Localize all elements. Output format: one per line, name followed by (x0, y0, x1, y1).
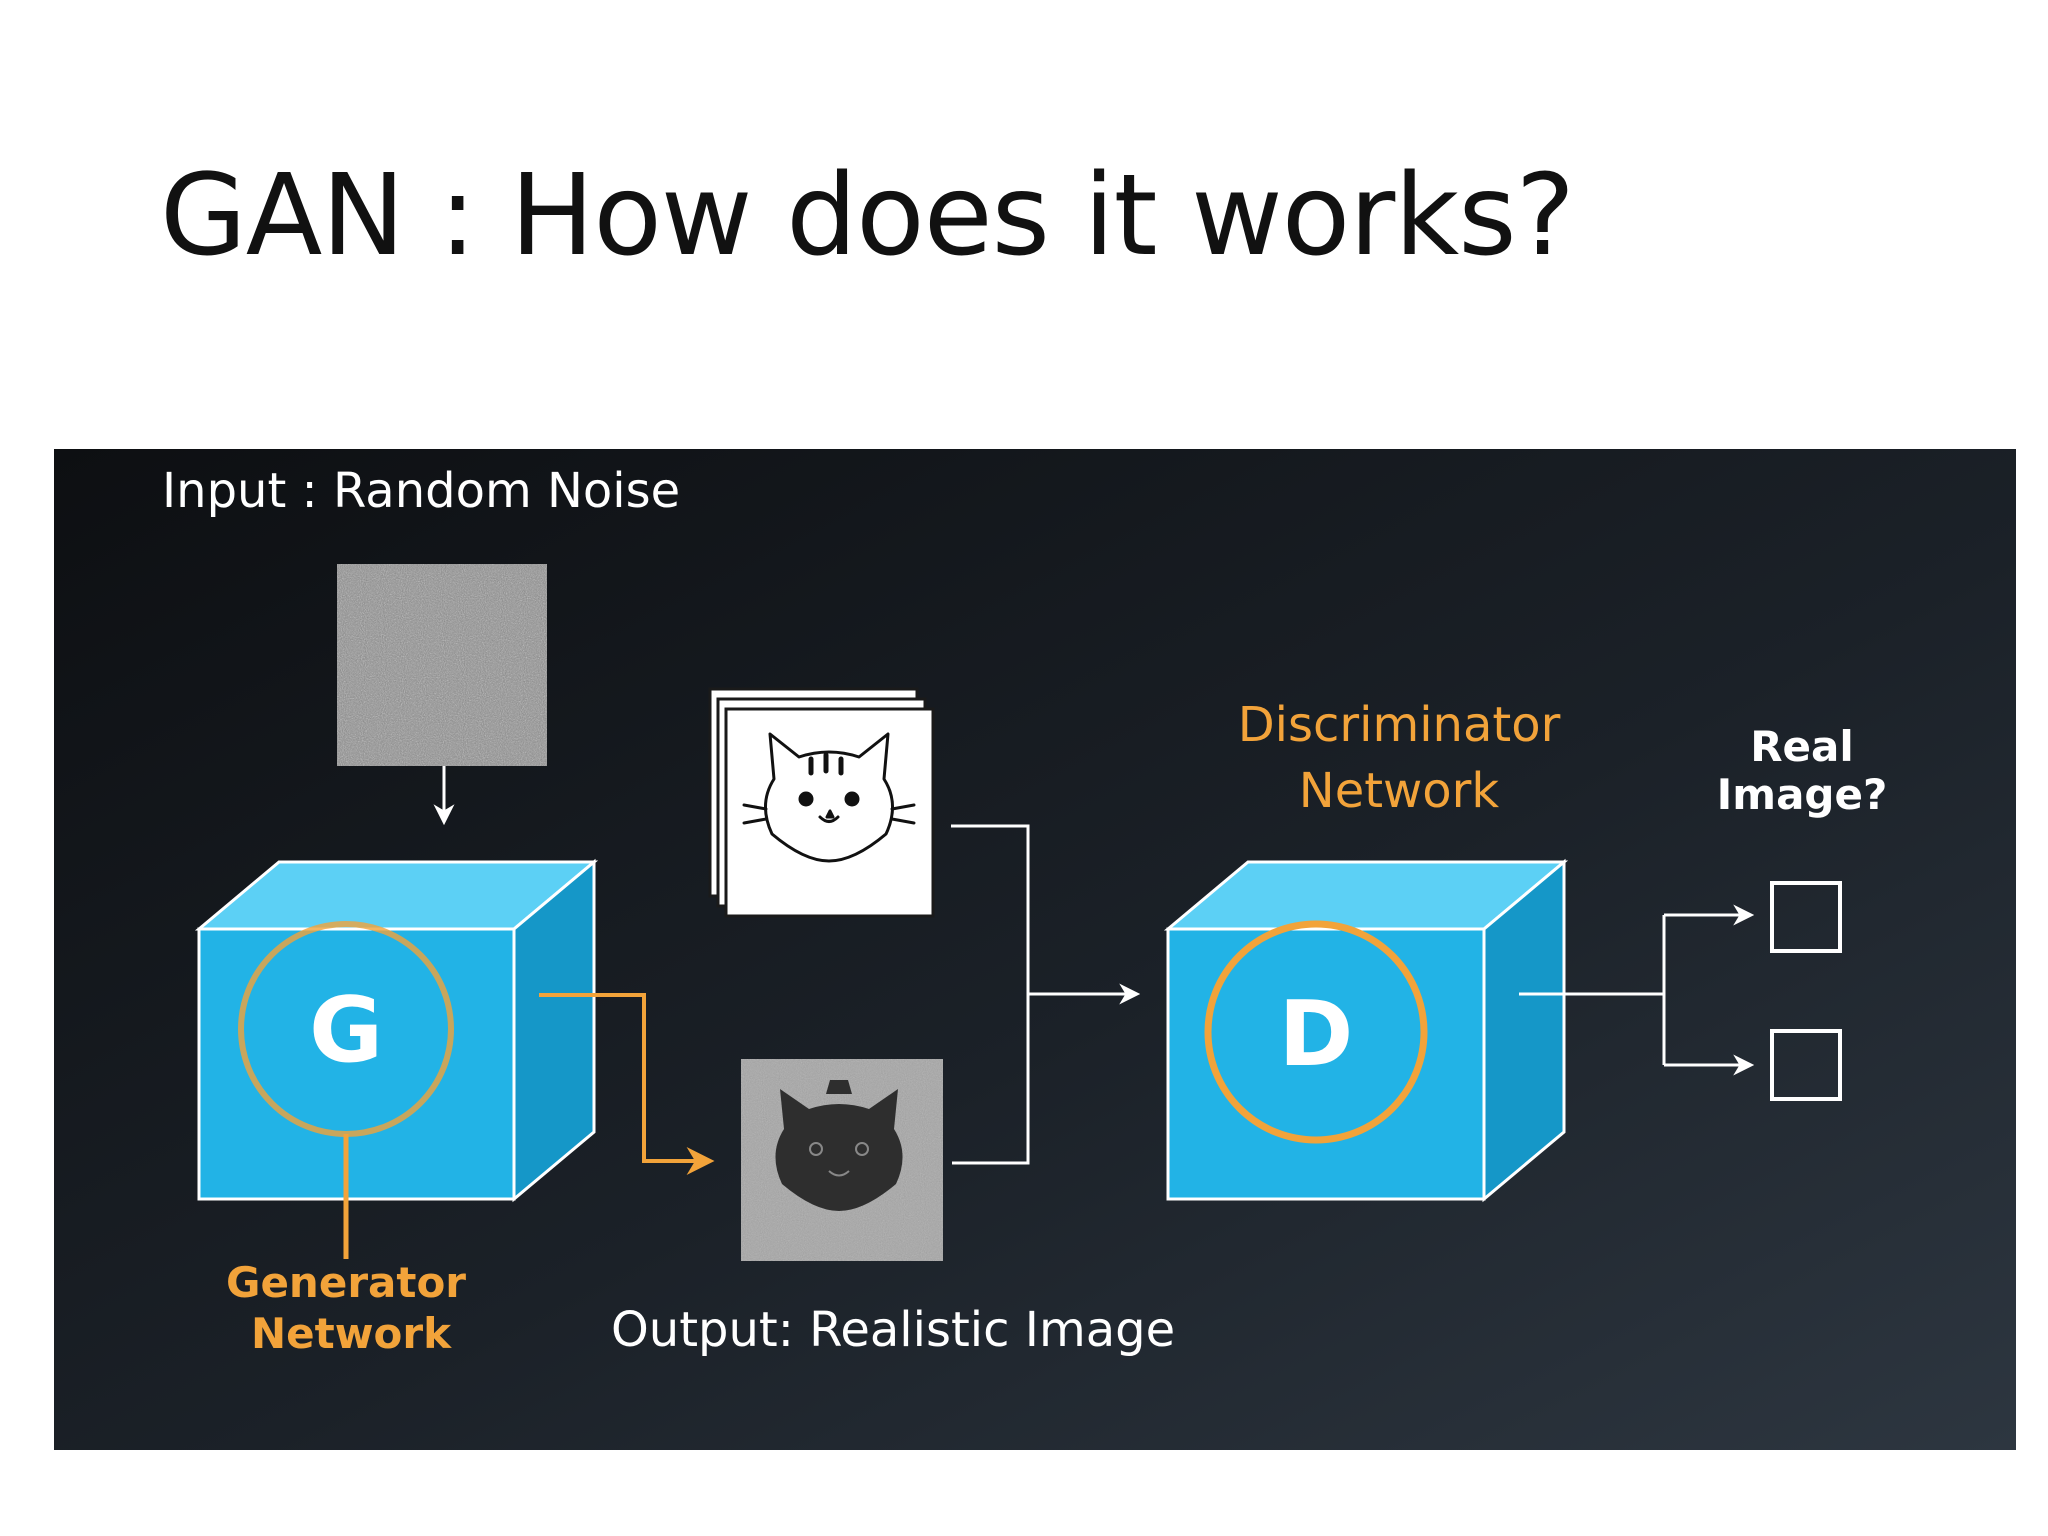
generator-label-line1: Generator (226, 1258, 466, 1307)
discriminator-label-line1: Discriminator (1238, 697, 1561, 753)
discriminator-box (1163, 858, 1569, 1203)
output-label: Output: Realistic Image (611, 1302, 1175, 1358)
cat-drawing-icon (742, 732, 916, 863)
decision-label-line2: Image? (1717, 770, 1888, 819)
generator-label-line2: Network (251, 1309, 452, 1358)
slide-title: GAN : How does it works? (160, 151, 1575, 281)
input-label: Input : Random Noise (162, 463, 680, 519)
gan-diagram: Input : Random Noise G Generator Network (54, 449, 2016, 1450)
real-checkbox-icon (1770, 881, 1842, 953)
gan-diagram-panel: Input : Random Noise G Generator Network (54, 449, 2016, 1450)
discriminator-letter: D (1279, 982, 1354, 1087)
generator-letter: G (309, 978, 383, 1083)
images-to-discriminator-connector (951, 824, 1141, 1165)
random-noise-image (337, 564, 547, 766)
discriminator-output-connector (1519, 904, 1755, 1076)
generator-box (194, 858, 599, 1203)
decision-label-line1: Real (1750, 722, 1854, 771)
discriminator-label-line2: Network (1299, 763, 1500, 819)
fake-checkbox-icon (1770, 1029, 1842, 1101)
generated-image (741, 1059, 943, 1261)
real-image-stack (708, 687, 935, 918)
generator-to-output-arrow (539, 993, 715, 1175)
discriminator-highlight-circle (1204, 920, 1428, 1144)
